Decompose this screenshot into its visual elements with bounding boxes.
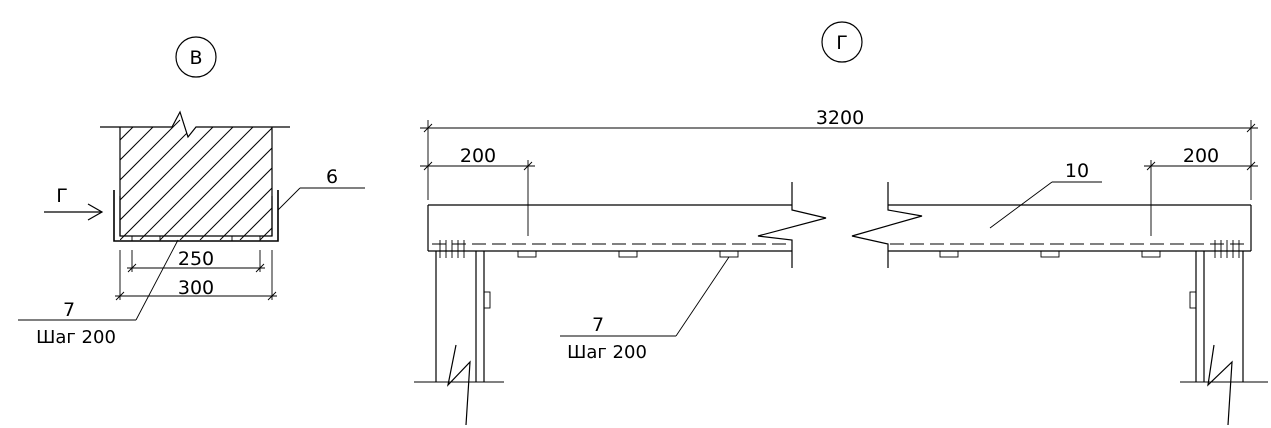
section-b-plate-left: [131, 235, 161, 242]
section-b: В: [18, 36, 365, 348]
view-g-weld-left: [439, 240, 465, 258]
section-b-view-arrow-head: [87, 203, 104, 221]
section-b-dim-300: 300: [178, 277, 214, 299]
view-g-beam-right-break: [851, 182, 923, 268]
view-g-plate: [517, 250, 537, 258]
section-b-steel-angle-outer: [113, 190, 279, 242]
section-b-steel-angle-inner: [119, 196, 273, 237]
view-g-dim-3200: 3200: [816, 107, 864, 129]
section-b-dim-250: 250: [178, 248, 214, 270]
view-g-plate: [719, 250, 739, 258]
section-b-dim-250-tick-left: [127, 263, 137, 273]
section-b-break-line: [100, 110, 290, 139]
section-b-callout-6-leader: [277, 187, 301, 211]
view-g-callout-10: 10: [1065, 160, 1089, 182]
section-b-callout-7-pitch: Шаг 200: [36, 327, 116, 348]
view-g-weld-right: [1214, 240, 1240, 258]
view-g-dim-200-left: 200: [460, 145, 496, 167]
view-g-plate: [1040, 250, 1060, 258]
view-g: Г 3200 200 200: [414, 21, 1268, 426]
section-b-callout-7-leader: [135, 239, 179, 321]
view-g-callout-7-leader: [675, 256, 730, 337]
view-g-callout-7-pitch: Шаг 200: [567, 342, 647, 363]
view-g-dim-200-right: 200: [1183, 145, 1219, 167]
view-g-dim-3200-tick-left: [423, 123, 433, 133]
section-b-plate-right: [231, 235, 261, 242]
view-g-dim-200-right-tick-2: [1246, 161, 1256, 171]
section-b-marker-circle: [175, 36, 217, 78]
section-b-view-arrow-label: Г: [56, 185, 68, 207]
section-b-dim-250-tick-right: [255, 263, 265, 273]
view-g-dim-200-right-tick-1: [1146, 161, 1156, 171]
section-b-marker: В: [189, 47, 202, 69]
view-g-plate: [1141, 250, 1161, 258]
view-g-dim-200-left-tick-1: [423, 161, 433, 171]
view-g-column-right: [1180, 251, 1268, 426]
section-b-concrete-hatch: [120, 119, 272, 240]
view-g-dim-200-left-tick-2: [523, 161, 533, 171]
section-b-callout-6: 6: [326, 166, 338, 188]
view-g-column-left: [414, 251, 504, 426]
view-g-dim-3200-tick-right: [1246, 123, 1256, 133]
view-g-callout-10-leader: [989, 181, 1053, 229]
section-b-dim-300-tick-left: [115, 291, 125, 301]
view-g-marker-circle: [821, 21, 863, 63]
view-g-marker: Г: [836, 32, 848, 54]
view-g-plate: [939, 250, 959, 258]
view-g-callout-7-number: 7: [592, 314, 604, 336]
section-b-dim-300-tick-right: [267, 291, 277, 301]
view-g-plate: [618, 250, 638, 258]
view-g-beam-left-break: [757, 182, 827, 268]
section-b-callout-7-number: 7: [63, 299, 75, 321]
